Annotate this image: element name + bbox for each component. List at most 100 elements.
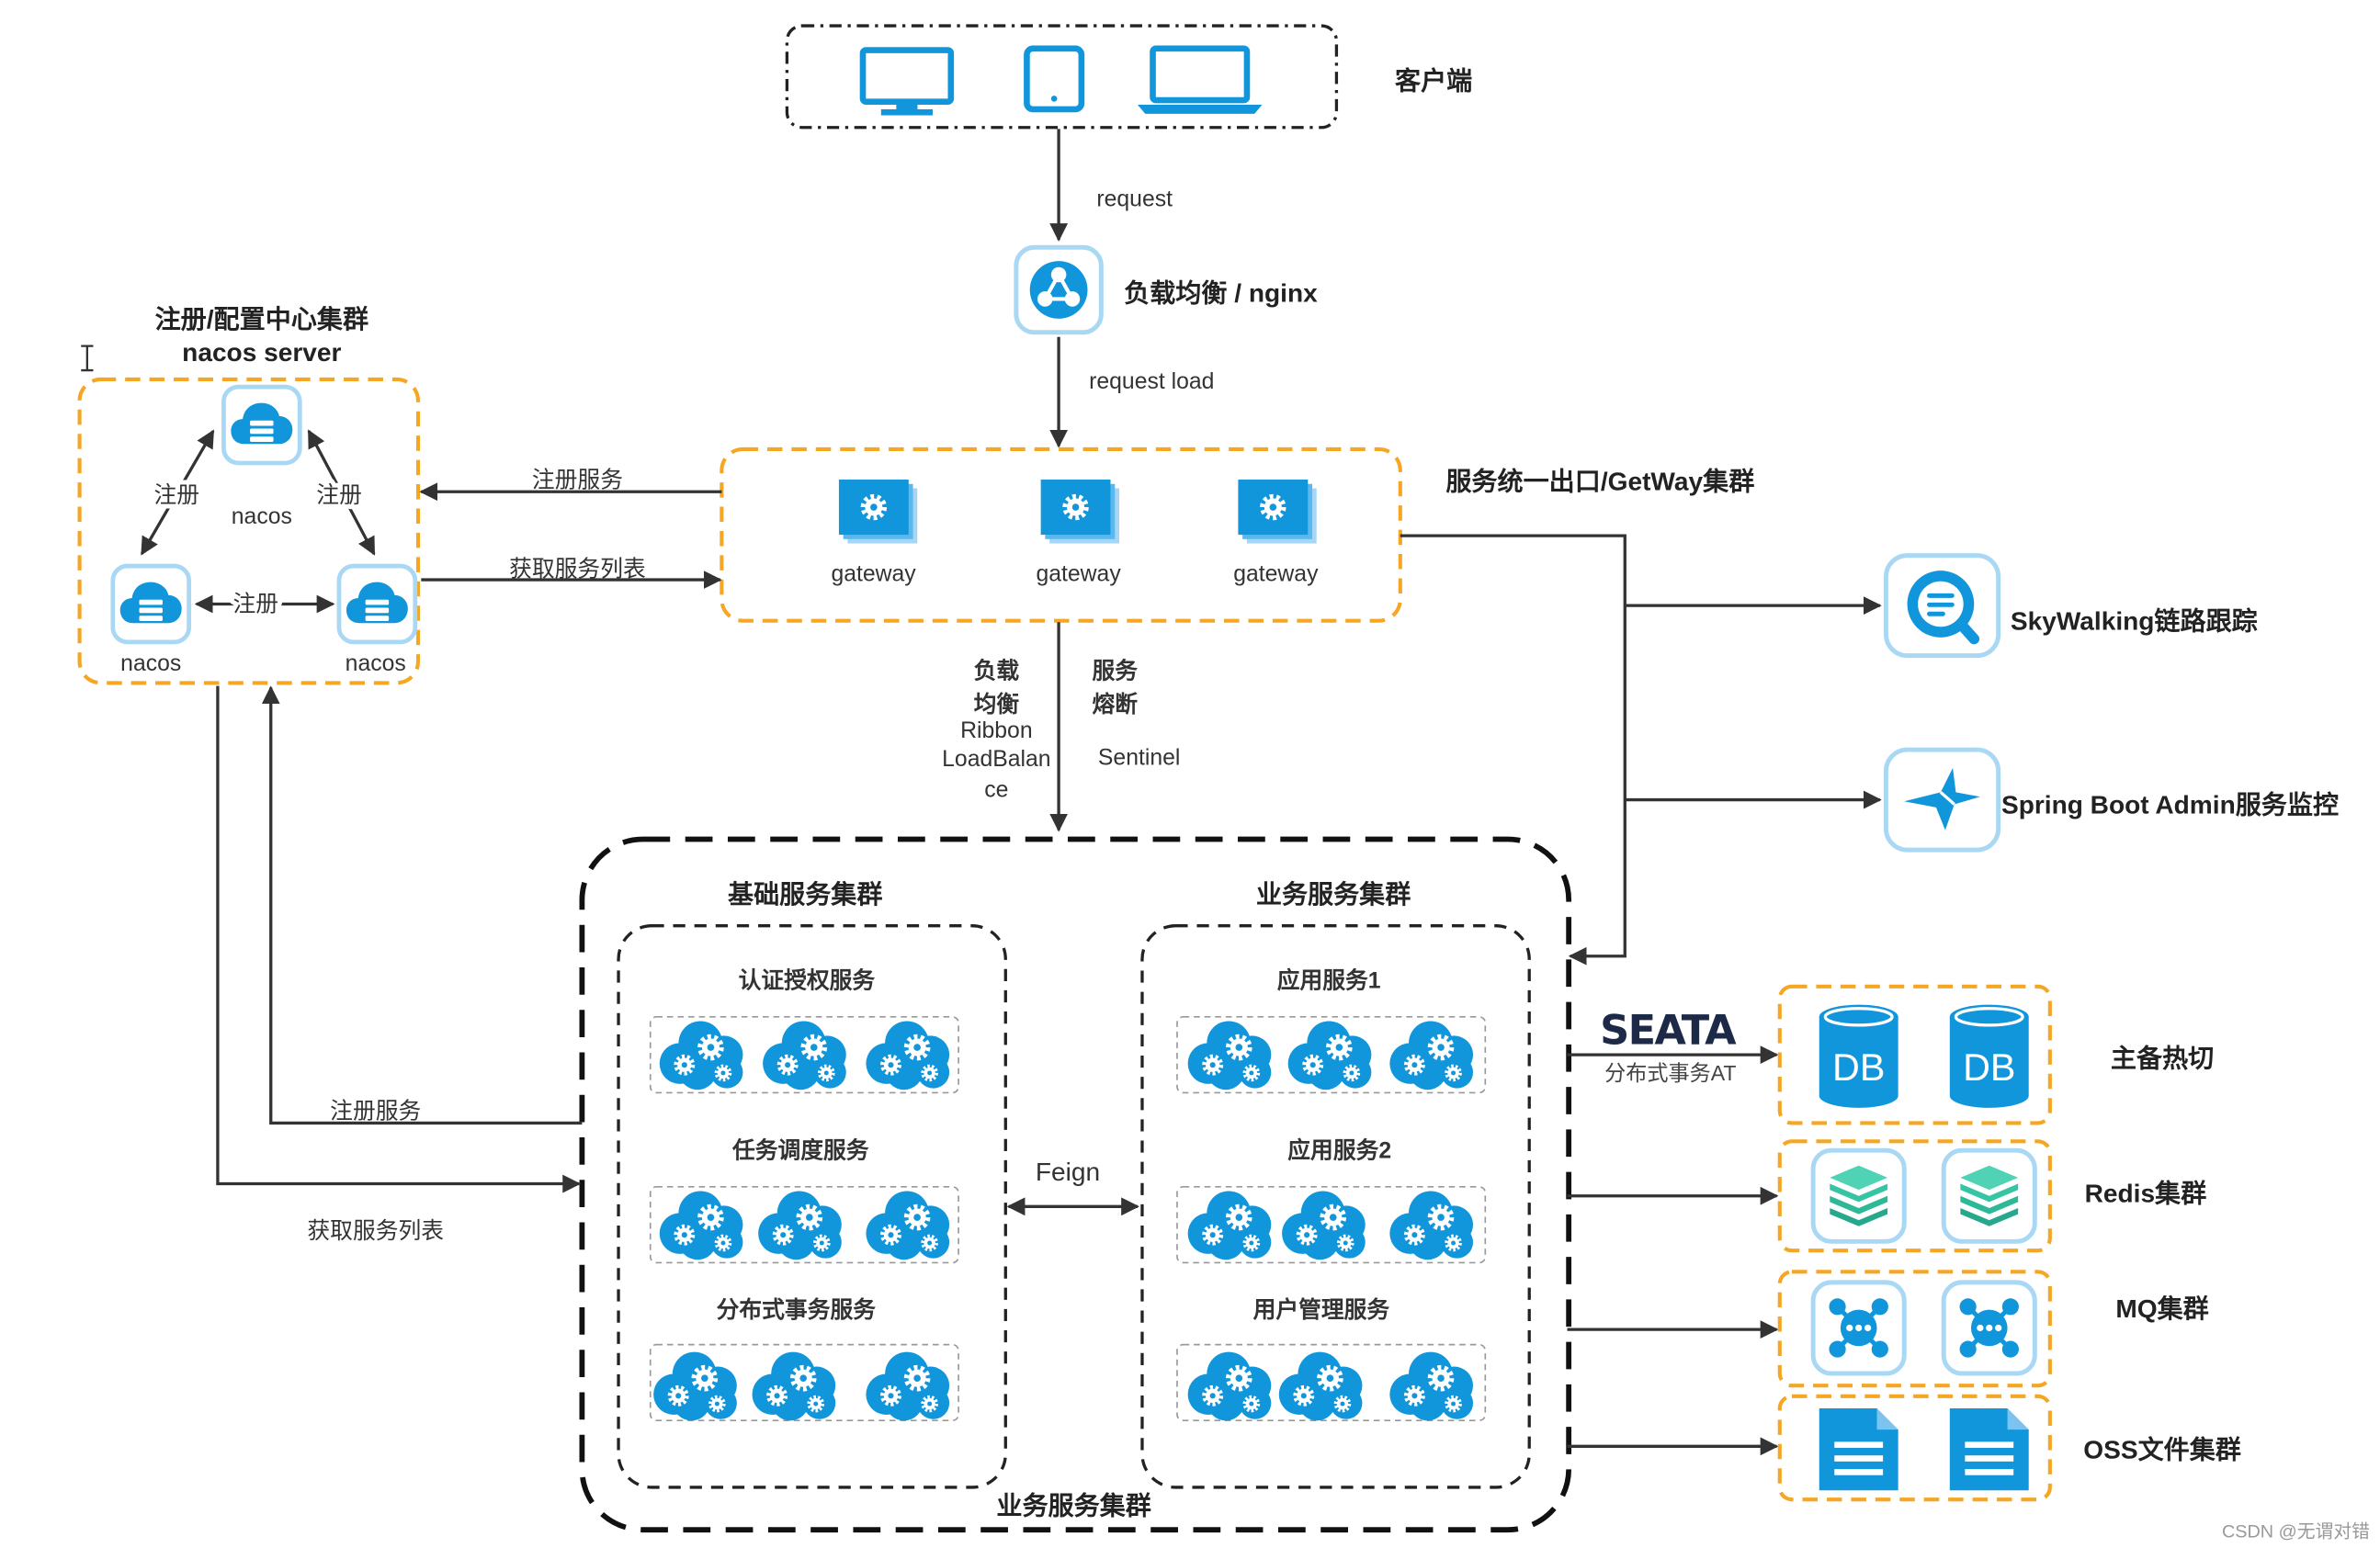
services-fetch-label: 获取服务列表 xyxy=(307,1218,444,1244)
monitor-icon xyxy=(859,47,955,116)
services-outer-box xyxy=(579,836,1572,1533)
tablet-icon xyxy=(1024,45,1085,113)
nacos-icon xyxy=(113,566,189,642)
service-row-box xyxy=(649,1343,959,1422)
redis-icon xyxy=(1944,1150,2034,1241)
service-group-label: 任务调度服务 xyxy=(731,1136,869,1163)
nacos-node-label: nacos xyxy=(346,651,406,676)
service-group-label: 用户管理服务 xyxy=(1253,1296,1390,1323)
service-cloud-icon xyxy=(1389,1021,1473,1090)
redis-cluster-box xyxy=(1777,1139,2052,1253)
nacos-link-label: 注册 xyxy=(316,482,362,508)
lb-impl-label: LoadBalan xyxy=(942,747,1050,772)
mq-icon xyxy=(1813,1282,1904,1373)
oss-cluster-box xyxy=(1777,1394,2052,1502)
service-cloud-icon xyxy=(866,1352,949,1421)
base-services-box xyxy=(617,924,1007,1489)
nacos-cluster-title: 注册/配置中心集群 xyxy=(155,304,368,333)
nacos-cluster-subtitle: nacos server xyxy=(182,338,341,367)
gateway-cluster: gateway gateway gateway 服务统一出口/GetWay集群 xyxy=(720,446,1754,623)
nacos-icon xyxy=(223,387,300,463)
db-label: 主备热切 xyxy=(2111,1044,2214,1072)
nacos-link xyxy=(140,429,215,556)
service-row-box xyxy=(649,1186,959,1264)
services-cluster: 业务服务集群 基础服务集群 认证授权服务 任务调度服务 分布式事务服务 业务服务… xyxy=(579,836,1572,1533)
nginx-label: 负载均衡 / nginx xyxy=(1124,279,1318,308)
storage-db: SEATA 分布式事务AT DB DB 主备热切 xyxy=(1567,984,2214,1125)
service-cloud-icon xyxy=(1288,1021,1372,1090)
gateway-fetch-label: 获取服务列表 xyxy=(509,557,646,582)
service-cloud-icon xyxy=(866,1021,949,1090)
service-cloud-icon xyxy=(660,1191,743,1260)
services-register-arrow xyxy=(261,685,583,1125)
oss-file-icon xyxy=(1949,1408,2029,1491)
gateway-icon xyxy=(1041,480,1119,544)
skywalking-icon xyxy=(1886,556,1998,656)
gateway-node-label: gateway xyxy=(1036,562,1121,587)
nacos-link xyxy=(307,429,376,556)
services-register-label: 注册服务 xyxy=(330,1098,421,1124)
seata-label: 分布式事务AT xyxy=(1604,1061,1736,1085)
db-icon-text: DB xyxy=(1963,1046,2015,1089)
service-cloud-icon xyxy=(1279,1352,1363,1421)
service-cloud-icon xyxy=(866,1191,949,1260)
service-group-label: 应用服务1 xyxy=(1277,966,1381,993)
feign-label: Feign xyxy=(1036,1158,1100,1186)
storage-oss: OSS文件集群 xyxy=(1567,1394,2241,1502)
request-load-label: request load xyxy=(1089,369,1214,394)
breaker-impl-label: Sentinel xyxy=(1098,746,1180,771)
storage-mq: MQ集群 xyxy=(1567,1270,2209,1388)
gateway-icon xyxy=(1238,480,1316,544)
nginx-icon xyxy=(1016,247,1102,333)
nacos-cluster: 注册/配置中心集群 nacos server nacos nacos nacos… xyxy=(77,304,421,685)
lb-impl-label: ce xyxy=(984,777,1008,802)
service-group-label: 分布式事务服务 xyxy=(717,1296,877,1323)
service-cloud-icon xyxy=(1389,1191,1473,1260)
nacos-icon xyxy=(339,566,415,642)
service-cloud-icon xyxy=(1389,1352,1473,1421)
service-cloud-icon xyxy=(660,1021,743,1090)
service-cloud-icon xyxy=(1188,1352,1272,1421)
service-row-box xyxy=(1176,1015,1487,1094)
breaker-label: 服务 xyxy=(1092,658,1138,684)
nacos-node-label: nacos xyxy=(120,651,181,676)
mq-cluster-box xyxy=(1777,1270,2052,1388)
gateway-cluster-title: 服务统一出口/GetWay集群 xyxy=(1445,467,1754,496)
service-row-box xyxy=(649,1015,959,1094)
services-outer-label: 业务服务集群 xyxy=(996,1492,1150,1520)
gateway-node-label: gateway xyxy=(831,562,916,587)
base-services-title: 基础服务集群 xyxy=(728,880,882,909)
service-cloud-icon xyxy=(758,1191,842,1260)
sba-label: Spring Boot Admin服务监控 xyxy=(2001,790,2339,819)
service-row-box xyxy=(1176,1343,1487,1422)
business-services-title: 业务服务集群 xyxy=(1256,880,1411,909)
skywalking-label: SkyWalking链路跟踪 xyxy=(2011,606,2258,636)
business-services-box xyxy=(1140,924,1531,1489)
spring-boot-admin-icon xyxy=(1886,750,1998,850)
service-row-box xyxy=(1176,1186,1487,1264)
storage-redis: Redis集群 xyxy=(1567,1139,2207,1253)
mq-icon xyxy=(1944,1282,2034,1373)
redis-label: Redis集群 xyxy=(2085,1179,2207,1207)
gateway-cluster-box xyxy=(720,446,1402,623)
seata-logo: SEATA xyxy=(1600,1007,1737,1055)
watermark: CSDN @无谓对错 xyxy=(2222,1521,2370,1542)
service-cloud-icon xyxy=(653,1352,737,1421)
request-label: request xyxy=(1096,187,1173,212)
lb-impl-label: Ribbon xyxy=(960,718,1032,743)
text-cursor-icon xyxy=(81,345,94,372)
db-icon-text: DB xyxy=(1832,1046,1885,1089)
service-cloud-icon xyxy=(763,1021,846,1090)
db-cluster-box xyxy=(1777,984,2052,1125)
oss-file-icon xyxy=(1819,1408,1898,1491)
lb-label: 负载 xyxy=(974,658,1020,684)
nacos-link-label: 注册 xyxy=(232,592,278,617)
client-box xyxy=(785,24,1339,130)
nacos-link-label: 注册 xyxy=(154,482,200,508)
service-group-label: 应用服务2 xyxy=(1287,1136,1391,1163)
service-cloud-icon xyxy=(1188,1021,1272,1090)
redis-icon xyxy=(1813,1150,1904,1241)
oss-label: OSS文件集群 xyxy=(2083,1435,2241,1464)
service-cloud-icon xyxy=(1282,1191,1366,1260)
